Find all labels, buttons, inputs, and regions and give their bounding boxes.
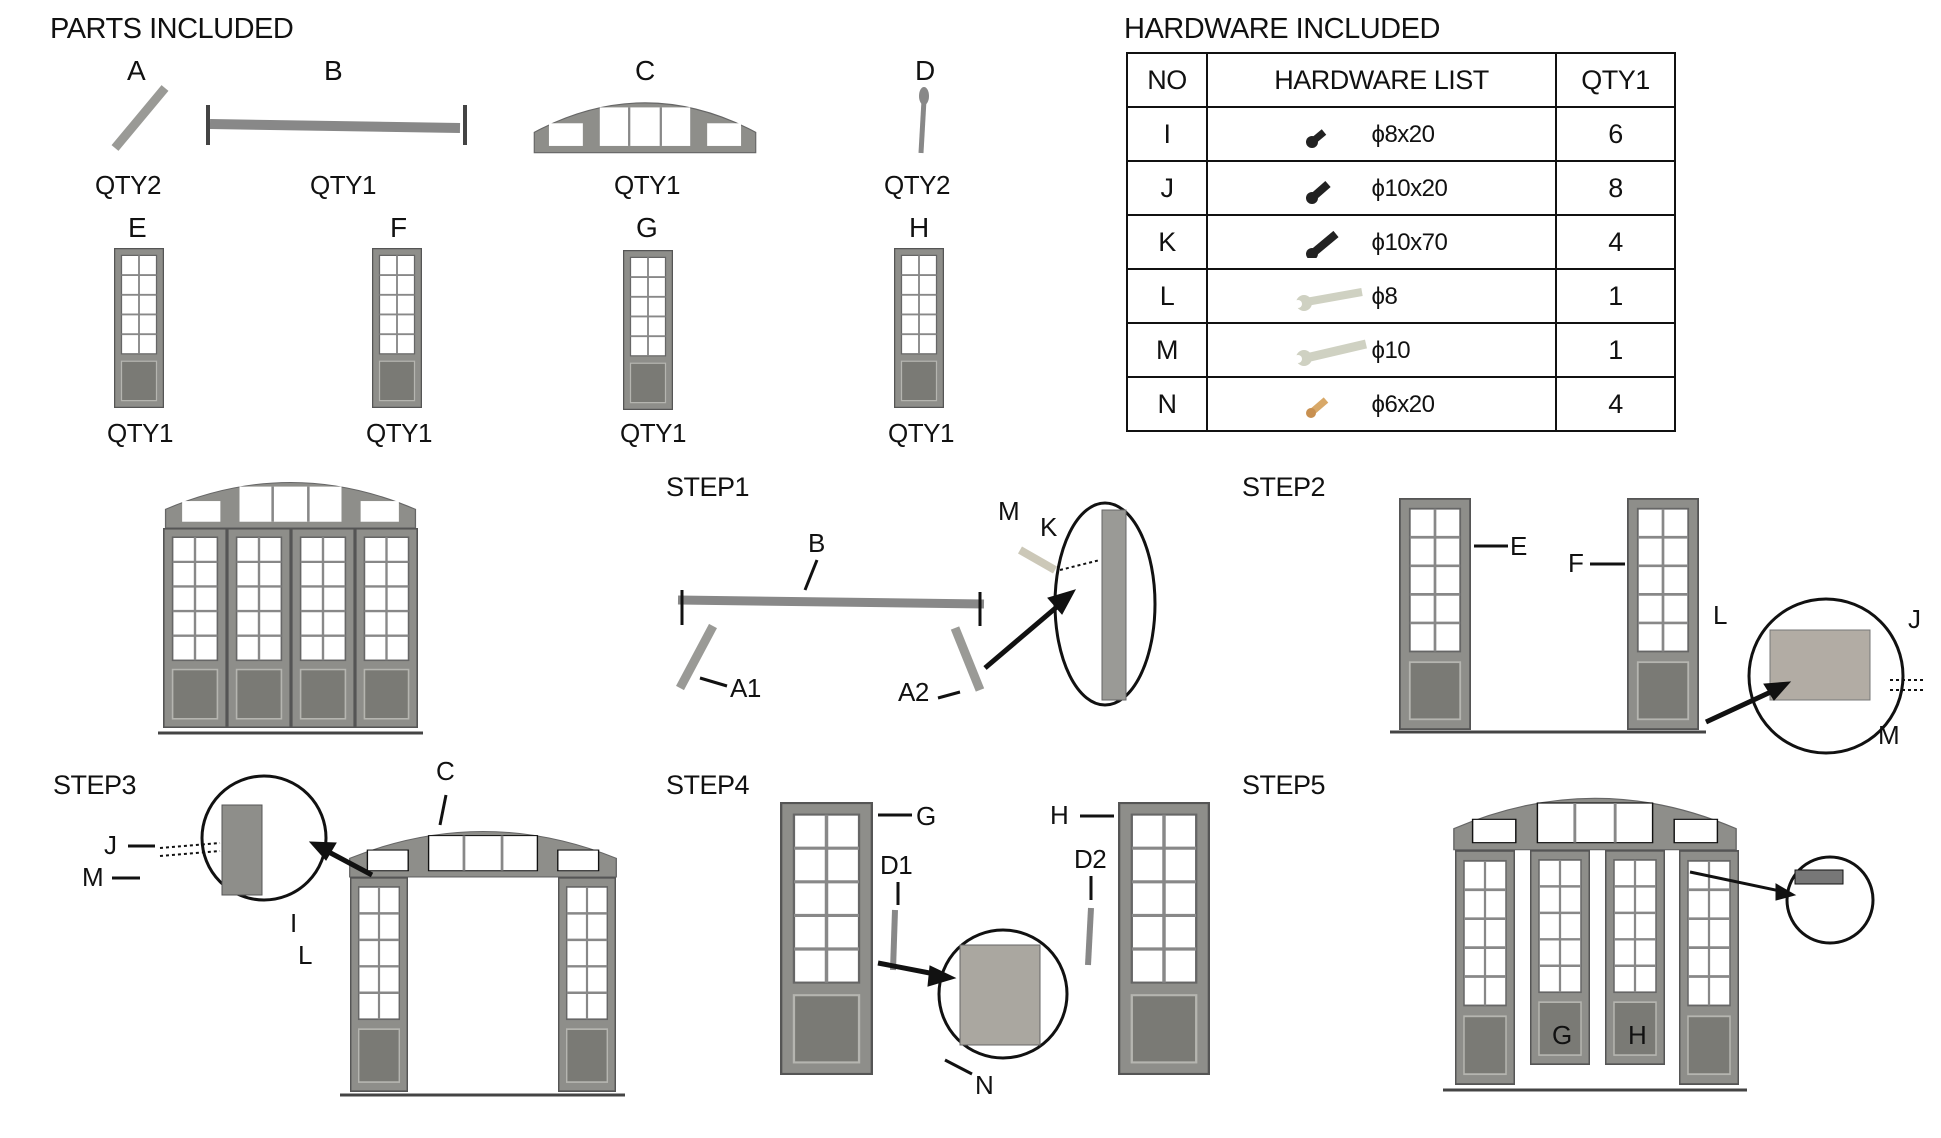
step1-label-k: K <box>1040 512 1057 542</box>
step2-label-f: F <box>1568 548 1584 578</box>
part-d-qty: QTY2 <box>884 170 950 200</box>
step4-label-n: N <box>975 1070 994 1100</box>
assembled-door-preview <box>158 481 423 735</box>
step1-label-b: B <box>808 528 825 558</box>
step3-title: STEP3 <box>53 770 137 800</box>
row-spec: ϕ8x20 <box>1371 121 1435 149</box>
step3-label-m: M <box>82 862 104 892</box>
row-spec: ϕ6x20 <box>1371 391 1435 419</box>
part-h-door <box>894 248 944 408</box>
step4-label-h: H <box>1050 800 1069 830</box>
step4-title: STEP4 <box>666 770 750 800</box>
part-a-post <box>111 85 169 151</box>
bolt-icon <box>1305 180 1331 204</box>
step5-title: STEP5 <box>1242 770 1326 800</box>
step2-label-e: E <box>1510 531 1527 561</box>
step2-label-l: L <box>1713 600 1727 630</box>
row-no: I <box>1126 106 1208 162</box>
row-spec: ϕ8 <box>1371 283 1398 311</box>
part-g-label: G <box>636 212 658 243</box>
part-b-label: B <box>324 55 343 86</box>
row-spec: ϕ10x70 <box>1371 229 1448 257</box>
part-f-label: F <box>390 212 407 243</box>
brass-screw-icon <box>1305 397 1328 418</box>
step5-label-h: H <box>1628 1020 1647 1050</box>
step1-illustration <box>676 501 1157 707</box>
part-g-qty: QTY1 <box>620 418 686 448</box>
step1-label-a1: A1 <box>730 673 761 703</box>
step2-label-m: M <box>1878 720 1900 750</box>
part-c-qty: QTY1 <box>614 170 680 200</box>
part-d-label: D <box>915 55 935 86</box>
table-header-row: NO HARDWARE LIST QTY1 <box>1126 52 1676 108</box>
part-b-qty: QTY1 <box>310 170 376 200</box>
part-h-label: H <box>909 212 929 243</box>
row-no: N <box>1126 376 1208 432</box>
step3-label-i: I <box>290 908 297 938</box>
part-f-door <box>372 248 422 408</box>
row-qty: 4 <box>1555 376 1676 432</box>
row-spec: ϕ10 <box>1371 337 1411 365</box>
row-qty: 8 <box>1555 160 1676 216</box>
part-b-base <box>206 105 467 145</box>
step3-label-l: L <box>298 940 312 970</box>
wrench-icon <box>1293 287 1363 311</box>
part-d-handle <box>918 87 929 154</box>
row-qty: 4 <box>1555 214 1676 270</box>
step2-title: STEP2 <box>1242 472 1326 502</box>
step4-label-d1: D1 <box>880 850 913 880</box>
step1-label-m: M <box>998 496 1020 526</box>
step5-label-g: G <box>1552 1020 1572 1050</box>
step4-label-d2: D2 <box>1074 844 1107 874</box>
part-h-qty: QTY1 <box>888 418 954 448</box>
part-a-label: A <box>127 55 146 86</box>
row-no: K <box>1126 214 1208 270</box>
part-e-label: E <box>128 212 147 243</box>
row-no: L <box>1126 268 1208 324</box>
row-qty: 6 <box>1555 106 1676 162</box>
row-spec: ϕ10x20 <box>1371 175 1448 203</box>
step4-label-g: G <box>916 801 936 831</box>
bolt-icon <box>1305 230 1339 258</box>
step3-label-j: J <box>104 830 117 860</box>
part-c-arch <box>533 101 757 154</box>
step4-illustration <box>780 802 1210 1076</box>
bolt-icon <box>1305 129 1326 148</box>
step3-illustration <box>112 774 625 1097</box>
parts-included-title: PARTS INCLUDED <box>50 13 294 45</box>
part-e-door <box>114 248 164 408</box>
step3-label-c: C <box>436 756 455 786</box>
part-f-qty: QTY1 <box>366 418 432 448</box>
header-qty: QTY1 <box>1555 52 1676 108</box>
header-no: NO <box>1126 52 1208 108</box>
header-hardware-list: HARDWARE LIST <box>1206 52 1557 108</box>
part-c-label: C <box>635 55 655 86</box>
step1-label-a2: A2 <box>898 677 929 707</box>
part-a-qty: QTY2 <box>95 170 161 200</box>
wrench-icon <box>1293 339 1367 366</box>
row-no: M <box>1126 322 1208 378</box>
step2-illustration <box>1390 498 1925 755</box>
part-g-door <box>623 250 673 410</box>
step1-title: STEP1 <box>666 472 750 502</box>
hardware-included-title: HARDWARE INCLUDED <box>1124 13 1440 45</box>
step5-illustration <box>1443 796 1875 1092</box>
part-e-qty: QTY1 <box>107 418 173 448</box>
row-qty: 1 <box>1555 322 1676 378</box>
row-qty: 1 <box>1555 268 1676 324</box>
row-no: J <box>1126 160 1208 216</box>
step2-label-j: J <box>1908 604 1921 634</box>
